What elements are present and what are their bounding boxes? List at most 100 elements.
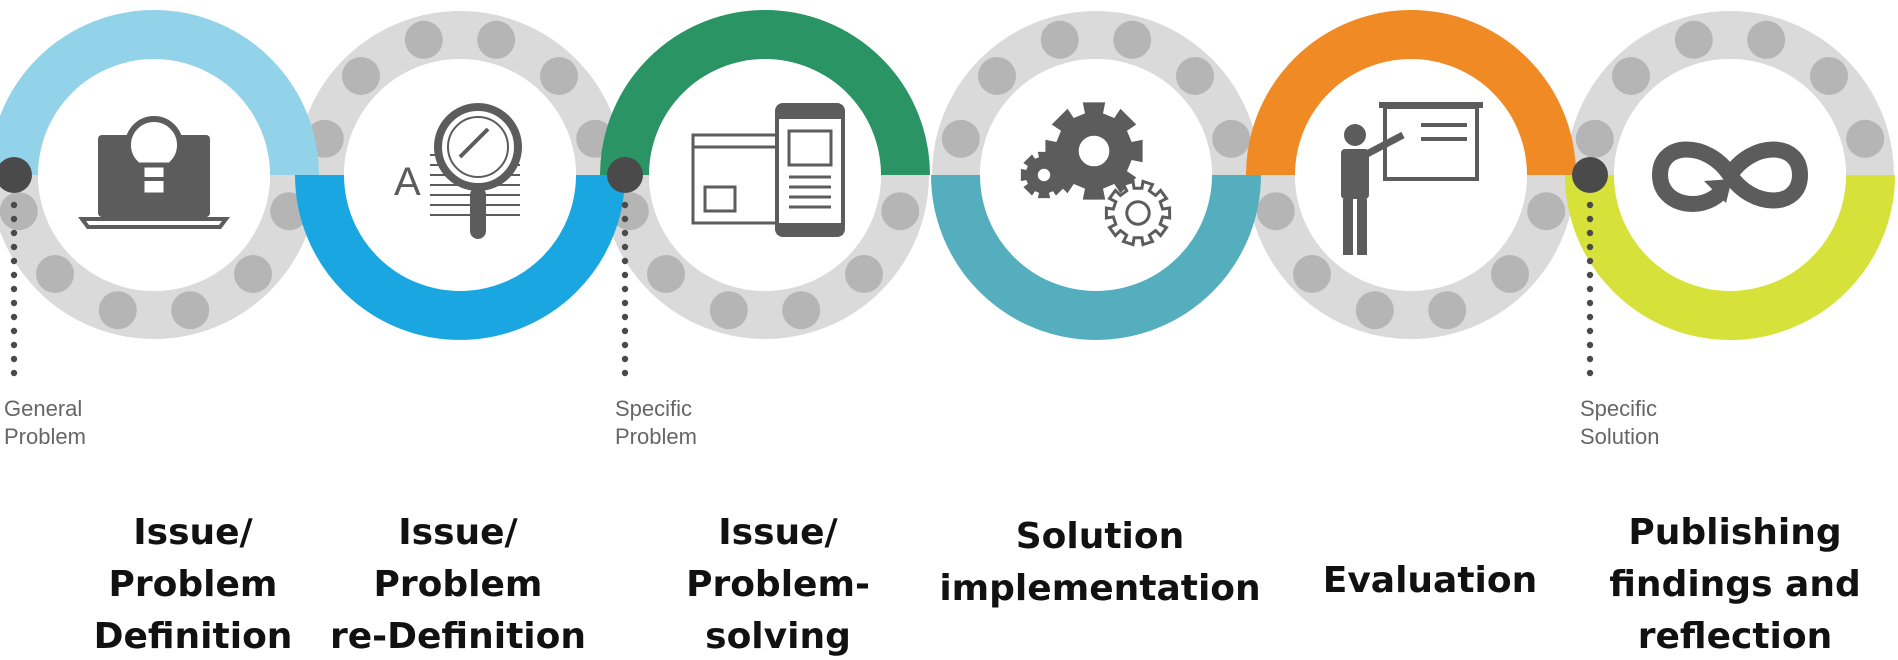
stage-marker-dot	[607, 157, 643, 193]
ring-dot	[1113, 20, 1152, 59]
leader-dot	[10, 355, 18, 363]
ring-dot	[1810, 57, 1848, 95]
ring-dot	[1491, 255, 1529, 293]
leader-dot	[1586, 299, 1594, 307]
leader-dot	[621, 299, 629, 307]
leader-dot	[1586, 257, 1594, 265]
ring-dot	[881, 192, 920, 231]
infinity-loop-icon	[1651, 141, 1809, 212]
leader-dot	[1586, 229, 1594, 237]
step-label: re-Definition	[330, 616, 586, 657]
step-label: Publishing	[1628, 512, 1841, 553]
top-arc	[1246, 10, 1576, 176]
step-label: Issue/	[398, 512, 518, 553]
leader-dot	[621, 257, 629, 265]
leader-dot	[621, 215, 629, 223]
leader-dot	[1586, 215, 1594, 223]
ring-dot	[1256, 192, 1295, 231]
top-arc	[600, 10, 930, 176]
ring-dot	[1612, 57, 1650, 95]
ring-dot	[845, 255, 883, 293]
leader-dot	[10, 257, 18, 265]
ring-dot	[1846, 119, 1885, 158]
leader-dot	[1586, 327, 1594, 335]
step-label: implementation	[939, 568, 1260, 609]
leader-dot	[10, 369, 18, 377]
step-label: Problem	[374, 564, 543, 605]
marker-label: General	[4, 396, 82, 421]
leader-dot	[621, 341, 629, 349]
leader-dot	[10, 327, 18, 335]
leader-dot	[10, 299, 18, 307]
leader-dot	[1586, 243, 1594, 251]
step-label: Issue/	[718, 512, 838, 553]
ring-dot	[1527, 192, 1566, 231]
leader-dot	[621, 271, 629, 279]
leader-dot	[10, 285, 18, 293]
ring-dot	[0, 192, 38, 231]
step-label: solving	[705, 616, 851, 657]
svg-text:A: A	[394, 160, 421, 204]
ring-dot	[1040, 20, 1079, 59]
devices-screens-icon	[691, 103, 845, 237]
leader-dot	[621, 285, 629, 293]
gears-icon	[1020, 102, 1172, 247]
marker-label: Specific	[1580, 396, 1657, 421]
leader-dot	[1586, 369, 1594, 377]
ring-dot	[1575, 119, 1614, 158]
icons-layer: A	[78, 102, 1809, 255]
ring-dot	[941, 119, 980, 158]
step-label: Problem	[109, 564, 278, 605]
ring-dot	[782, 291, 821, 330]
leader-dot	[10, 229, 18, 237]
ring-dot	[1293, 255, 1331, 293]
stage-marker-dot	[0, 157, 32, 193]
step-label: findings and	[1609, 564, 1860, 605]
marker-label: Solution	[1580, 424, 1660, 449]
ring-dot	[171, 291, 210, 330]
leader-dot	[621, 327, 629, 335]
step-label: Problem-	[686, 564, 870, 605]
bottom-arc	[295, 174, 625, 340]
magnifier-document-icon: A	[394, 103, 522, 239]
leader-dot	[1586, 341, 1594, 349]
leader-dot	[1586, 355, 1594, 363]
ring-dot	[477, 20, 516, 59]
leader-dot	[1586, 313, 1594, 321]
markers-layer: GeneralProblemSpecificProblemSpecificSol…	[0, 157, 1660, 449]
leader-dot	[1586, 285, 1594, 293]
leader-dot	[10, 271, 18, 279]
step-label: reflection	[1638, 616, 1833, 657]
marker-label: Problem	[615, 424, 697, 449]
leader-dot	[10, 243, 18, 251]
stage-marker-dot	[1572, 157, 1608, 193]
ring-dot	[234, 255, 272, 293]
ring-dot	[1212, 119, 1251, 158]
marker-label: Specific	[615, 396, 692, 421]
leader-dot	[621, 369, 629, 377]
leader-dot	[1586, 271, 1594, 279]
ring-dot	[1428, 291, 1467, 330]
step-label: Evaluation	[1323, 560, 1538, 601]
ring-dot	[98, 291, 137, 330]
ring-dot	[36, 255, 74, 293]
leader-dot	[10, 201, 18, 209]
presenter-board-icon	[1341, 102, 1483, 255]
ring-dot	[342, 57, 380, 95]
leader-dot	[1586, 201, 1594, 209]
leader-dot	[621, 201, 629, 209]
step-label: Definition	[94, 616, 293, 657]
leader-dot	[621, 243, 629, 251]
ring-dot	[647, 255, 685, 293]
leader-dot	[10, 341, 18, 349]
leader-dot	[10, 215, 18, 223]
ring-dot	[1176, 57, 1214, 95]
top-arc	[0, 10, 319, 176]
ring-dot	[978, 57, 1016, 95]
ring-dot	[1747, 20, 1786, 59]
step-label: Solution	[1016, 516, 1185, 557]
leader-dot	[621, 229, 629, 237]
lightbulb-laptop-icon	[78, 116, 230, 229]
